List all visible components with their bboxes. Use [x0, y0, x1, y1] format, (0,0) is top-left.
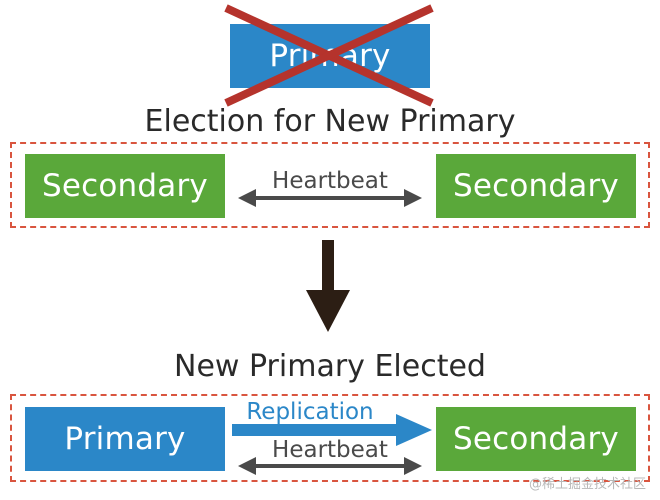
- secondary-right-label: Secondary: [453, 168, 619, 204]
- secondary-left-label: Secondary: [42, 168, 208, 204]
- secondary-node-elected: Secondary: [436, 407, 636, 471]
- replication-label: Replication: [246, 399, 374, 425]
- old-primary-node: Primary: [230, 24, 430, 88]
- heartbeat-label-election: Heartbeat: [272, 168, 388, 194]
- elected-group-frame: [10, 394, 650, 482]
- old-primary-label: Primary: [269, 38, 391, 74]
- secondary-node-left: Secondary: [25, 154, 225, 218]
- new-primary-node: Primary: [25, 407, 225, 471]
- election-heading: Election for New Primary: [144, 104, 516, 139]
- secondary-node-right: Secondary: [436, 154, 636, 218]
- down-arrow: [306, 240, 350, 332]
- heartbeat-label-elected: Heartbeat: [272, 437, 388, 463]
- new-primary-label: Primary: [64, 421, 186, 457]
- elected-heading: New Primary Elected: [174, 349, 486, 384]
- election-group-frame: [10, 142, 650, 228]
- secondary-elected-label: Secondary: [453, 421, 619, 457]
- watermark: @稀土掘金技术社区: [528, 477, 646, 492]
